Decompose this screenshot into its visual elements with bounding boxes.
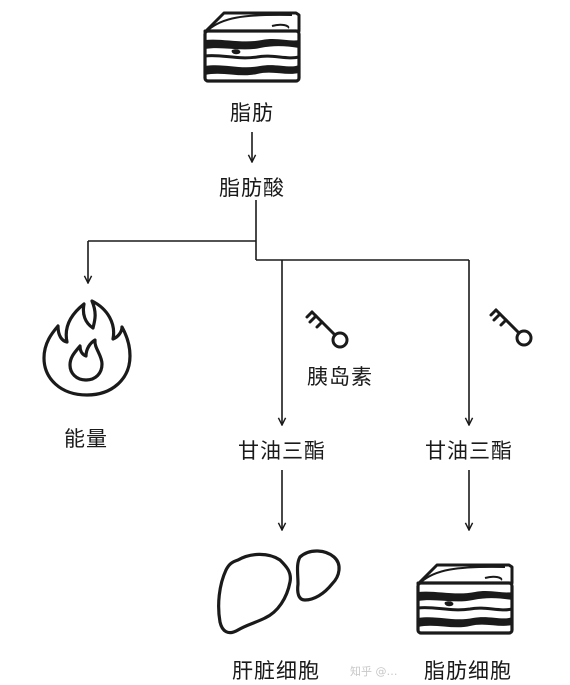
branch-connector bbox=[88, 200, 469, 261]
label-fat: 脂肪 bbox=[230, 101, 274, 125]
fat-block-icon bbox=[203, 11, 301, 83]
label-triglyceride-fat: 甘油三酯 bbox=[425, 439, 513, 463]
label-fat-cell: 脂肪细胞 bbox=[424, 659, 512, 683]
fat-block-icon bbox=[416, 563, 514, 635]
label-fatty-acid: 脂肪酸 bbox=[219, 176, 285, 200]
watermark: 知乎 @… bbox=[350, 665, 398, 678]
key-icon-fat bbox=[489, 308, 533, 347]
label-energy: 能量 bbox=[64, 427, 108, 451]
liver-icon bbox=[217, 549, 341, 635]
key-icon-insulin bbox=[305, 310, 349, 349]
flame-icon bbox=[42, 299, 132, 397]
label-triglyceride-liver: 甘油三酯 bbox=[238, 439, 326, 463]
label-insulin: 胰岛素 bbox=[307, 365, 373, 389]
label-liver-cell: 肝脏细胞 bbox=[232, 659, 320, 683]
